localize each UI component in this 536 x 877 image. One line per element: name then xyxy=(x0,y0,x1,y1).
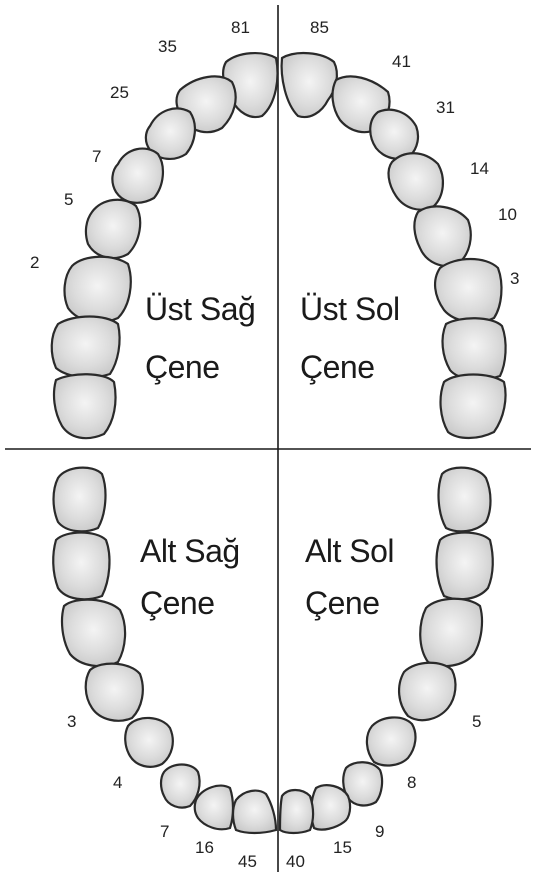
lower-number: 40 xyxy=(286,852,305,871)
lower-number: 5 xyxy=(472,712,481,731)
tooth-lower-right-second-molar xyxy=(53,533,109,600)
lower-number: 16 xyxy=(195,838,214,857)
tooth-lower-right-lateral-incisor xyxy=(195,786,233,830)
tooth-upper-right-second-molar xyxy=(52,317,120,378)
tooth-lower-right-canine xyxy=(161,765,200,808)
upper-number: 5 xyxy=(64,190,73,209)
tooth-lower-right-first-premolar xyxy=(125,718,173,767)
tooth-upper-left-second-molar xyxy=(443,318,506,379)
lower-number: 9 xyxy=(375,822,384,841)
upper-right-label-line1: Üst Sağ xyxy=(145,291,255,327)
tooth-lower-left-third-molar xyxy=(439,468,491,532)
upper-number: 35 xyxy=(158,37,177,56)
tooth-lower-right-second-premolar xyxy=(86,664,143,721)
tooth-lower-left-first-premolar xyxy=(367,717,416,765)
lower-number: 7 xyxy=(160,822,169,841)
tooth-lower-left-second-molar xyxy=(437,533,493,600)
lower-number: 8 xyxy=(407,773,416,792)
tooth-upper-right-third-molar xyxy=(54,374,116,438)
lower-right-label-line2: Çene xyxy=(140,585,215,621)
tooth-lower-left-lateral-incisor xyxy=(311,785,350,829)
upper-number: 81 xyxy=(231,18,250,37)
upper-number: 14 xyxy=(470,159,489,178)
upper-left-label-line2: Çene xyxy=(300,349,375,385)
tooth-lower-right-third-molar xyxy=(54,468,106,532)
tooth-upper-right-first-premolar xyxy=(112,149,163,203)
upper-number: 7 xyxy=(92,147,101,166)
upper-number: 31 xyxy=(436,98,455,117)
lower-left-label-line2: Çene xyxy=(305,585,380,621)
tooth-upper-right-second-premolar xyxy=(86,200,140,258)
tooth-upper-left-first-premolar xyxy=(389,153,443,209)
tooth-lower-left-central-incisor xyxy=(280,790,313,833)
upper-number: 85 xyxy=(310,18,329,37)
lower-number: 3 xyxy=(67,712,76,731)
tooth-upper-left-first-molar xyxy=(435,259,501,322)
upper-number: 41 xyxy=(392,52,411,71)
tooth-upper-left-third-molar xyxy=(441,375,506,439)
tooth-lower-right-first-molar xyxy=(62,600,125,667)
tooth-upper-left-central-incisor xyxy=(282,53,337,117)
tooth-lower-left-second-premolar xyxy=(399,663,455,720)
tooth-lower-right-central-incisor xyxy=(233,791,276,833)
tooth-upper-left-second-premolar xyxy=(414,206,470,266)
lower-number: 4 xyxy=(113,773,122,792)
upper-number: 25 xyxy=(110,83,129,102)
lower-number: 45 xyxy=(238,852,257,871)
lower-left-label-line1: Alt Sol xyxy=(305,533,394,569)
upper-number: 2 xyxy=(30,253,39,272)
upper-right-label-line2: Çene xyxy=(145,349,220,385)
upper-number: 3 xyxy=(510,269,519,288)
tooth-lower-left-first-molar xyxy=(420,599,482,666)
upper-left-label-line1: Üst Sol xyxy=(300,291,400,327)
lower-number: 15 xyxy=(333,838,352,857)
upper-number: 10 xyxy=(498,205,517,224)
lower-right-label-line1: Alt Sağ xyxy=(140,533,240,569)
tooth-upper-right-first-molar xyxy=(65,257,131,322)
tooth-upper-left-canine xyxy=(370,110,418,159)
